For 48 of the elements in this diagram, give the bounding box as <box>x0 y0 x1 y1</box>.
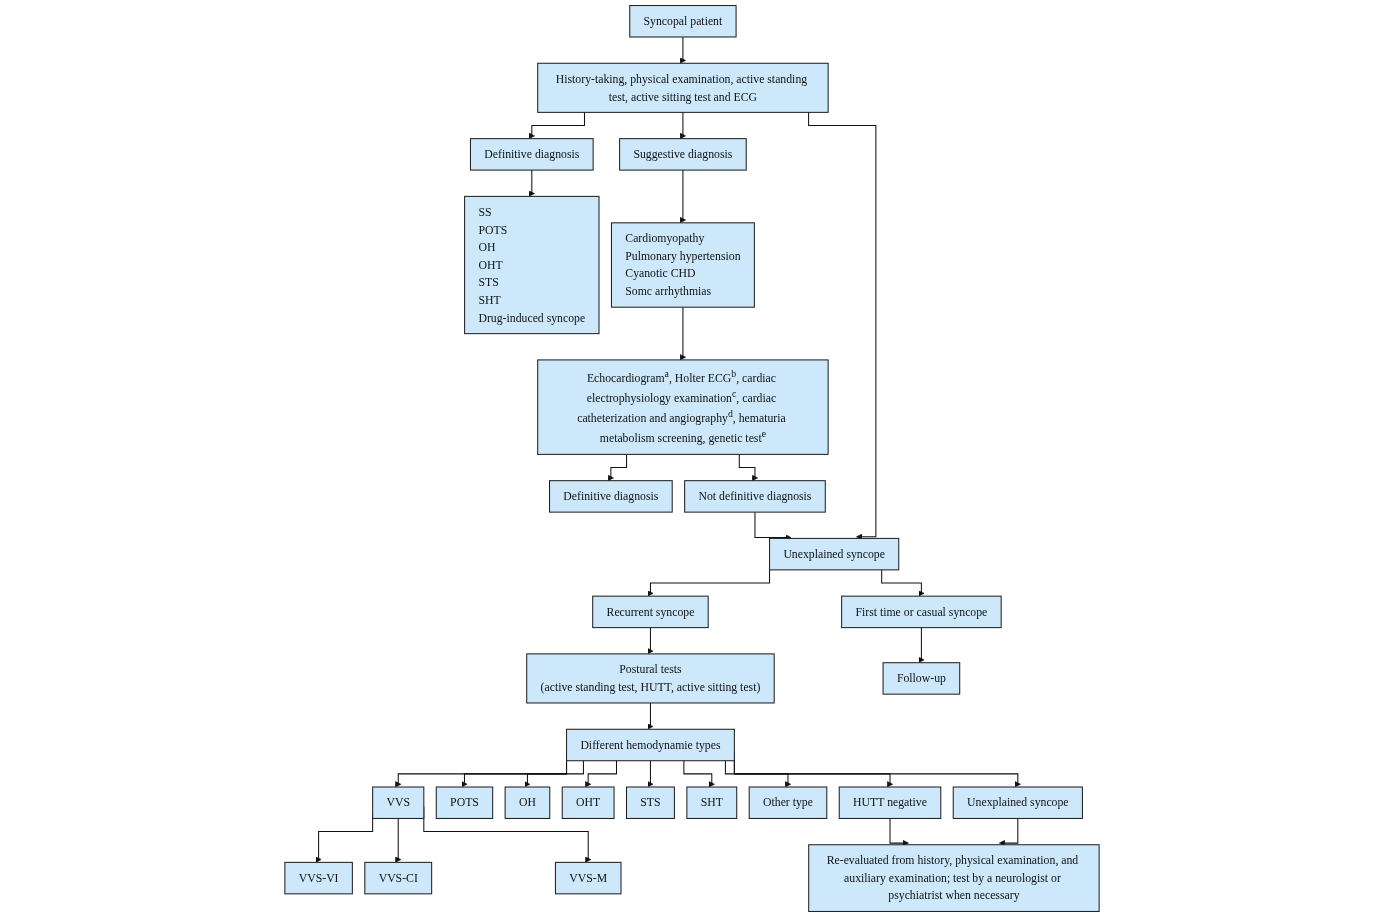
node-box: Re-evaluated from history, physical examination, and auxiliary examination; test by a neurologist or psychiatrist when necessary <box>808 844 1100 912</box>
node-box: Other type <box>748 786 828 819</box>
node-box: First time or casual syncope <box>841 595 1002 629</box>
arrow <box>679 169 686 224</box>
node-box: VVS-CI <box>364 861 433 895</box>
node-box: Not definitive diagnosis <box>684 480 826 513</box>
node-box: Echocardiogram$^{a}$, Holter ECG$^{b}$, cardiac electrophysiology examination$^{c}$, cardiac catheterization and angiography$^{d}$, hematuria metabolism screening, genetic test$^{e}$ <box>537 359 829 455</box>
arrow <box>683 760 715 788</box>
arrow <box>528 169 535 197</box>
node-box: STS <box>626 786 675 819</box>
arrow <box>395 817 402 863</box>
arrow <box>528 111 585 139</box>
node-box: SHT <box>686 786 738 819</box>
node-box: POTS <box>435 786 494 819</box>
arrow <box>679 111 686 139</box>
node-box: Syncopal patient <box>629 5 737 38</box>
arrow <box>881 569 925 597</box>
node-box: Definitive diagnosis <box>549 480 673 513</box>
node-box: OHT <box>561 786 615 819</box>
node-box: Postural tests (active standing test, HUTT, active sitting test) <box>526 653 775 704</box>
node-box: HUTT negative <box>838 786 942 819</box>
arrow <box>679 36 686 64</box>
node-box: Unexplained syncope <box>769 537 900 571</box>
node-box: Suggestive diagnosis <box>619 138 747 171</box>
arrow <box>679 306 686 361</box>
arrow <box>808 111 877 540</box>
arrow <box>585 760 617 788</box>
arrow <box>724 760 792 788</box>
node-box: VVS <box>372 786 425 819</box>
node-box: Cardiomyopathy Pulmonary hypertension Cyanotic CHD Somc arrhythmias <box>610 222 755 308</box>
node-box: VVS-VI <box>284 861 353 895</box>
arrow <box>647 627 654 655</box>
node-box: Unexplained syncope <box>952 786 1083 819</box>
node-box: Recurrent syncope <box>592 595 709 629</box>
arrow <box>918 627 925 663</box>
node-box: Definitive diagnosis <box>469 138 594 171</box>
arrow <box>738 453 758 481</box>
node-box: History-taking, physical examination, active standing test, active sitting test and ECG <box>537 62 829 113</box>
node-box: SS POTS OH OHT STS SHT Drug-induced syncope <box>464 195 600 335</box>
arrow <box>647 702 654 730</box>
node-box: Follow-up <box>882 662 961 695</box>
arrow <box>607 453 628 481</box>
arrow <box>647 760 654 788</box>
node-box: VVS-M <box>554 861 622 895</box>
arrow <box>524 760 584 788</box>
arrow <box>754 511 792 541</box>
node-box: Different hemodynamie types <box>566 728 735 762</box>
node-box: OH <box>504 786 551 819</box>
